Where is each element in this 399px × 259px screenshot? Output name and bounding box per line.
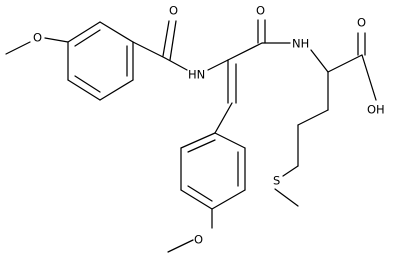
carbonyl-double-bond bbox=[169, 20, 177, 61]
carbonyl-to-nh-bond bbox=[164, 57, 188, 71]
alpha-to-carboxyl-bond bbox=[327, 54, 363, 73]
amide-carbonyl-oxygen-label: O bbox=[169, 4, 178, 18]
methoxy-group-bottom: O bbox=[167, 208, 213, 253]
methionine-residue: O OH bbox=[282, 16, 385, 177]
ring-top-bond bbox=[99, 79, 134, 101]
methoxy-bottom-methyl-bond bbox=[167, 239, 194, 253]
alpha-carbon-to-carbonyl-bond bbox=[227, 42, 263, 61]
dehydroamino-backbone bbox=[207, 42, 263, 134]
vinyl-to-ring-bond bbox=[214, 102, 233, 134]
ring-to-carbonyl-bond bbox=[132, 41, 166, 59]
side-chain-bond bbox=[282, 165, 299, 177]
ring-bottom-bond bbox=[180, 132, 216, 149]
side-chain-bond bbox=[297, 109, 329, 126]
methoxyphenyl-ring-bottom bbox=[180, 132, 246, 210]
nh-to-alpha-carbon-bond bbox=[310, 49, 329, 73]
ring-top-inner-double-bond bbox=[74, 29, 101, 47]
peptide-carbonyl-oxygen-label: O bbox=[256, 4, 265, 18]
ring-top-bond bbox=[99, 21, 134, 43]
ring-top-bond bbox=[67, 79, 101, 101]
peptide-nh-label: NH bbox=[292, 37, 309, 51]
ring-bottom-bond bbox=[211, 189, 246, 210]
benzamide-carbonyl: O bbox=[132, 4, 188, 71]
peptide-carbonyl: O bbox=[256, 4, 291, 44]
methoxy-group-top: O bbox=[5, 31, 69, 55]
methoxy-bottom-oxygen-label: O bbox=[194, 233, 203, 247]
ring-bottom-bond bbox=[214, 132, 246, 149]
s-methyl-bond bbox=[274, 188, 299, 207]
ring-top-inner-double-bond bbox=[74, 75, 101, 93]
methoxy-top-oxygen-label: O bbox=[33, 31, 42, 45]
carbonyl-double-bond bbox=[162, 20, 170, 57]
acid-oh-label: OH bbox=[367, 103, 385, 117]
thioether-sulfur-label: S bbox=[273, 174, 280, 188]
nh-to-alpha-carbon-bond bbox=[207, 59, 229, 71]
ring-bottom-bond bbox=[180, 189, 213, 210]
methoxy-top-methyl-bond bbox=[5, 41, 31, 55]
methoxy-top-o-ring-bond bbox=[44, 37, 69, 43]
ring-bottom-inner-double-bond bbox=[187, 139, 216, 153]
amide-nh-label: HN bbox=[188, 68, 205, 82]
acid-carbonyl-oxygen-label: O bbox=[357, 16, 366, 30]
ring-top-bond bbox=[67, 21, 101, 43]
carboxyl-oh-bond bbox=[361, 54, 377, 101]
methoxyphenyl-ring-top bbox=[67, 21, 134, 101]
ring-bottom-inner-double-bond bbox=[187, 185, 213, 202]
